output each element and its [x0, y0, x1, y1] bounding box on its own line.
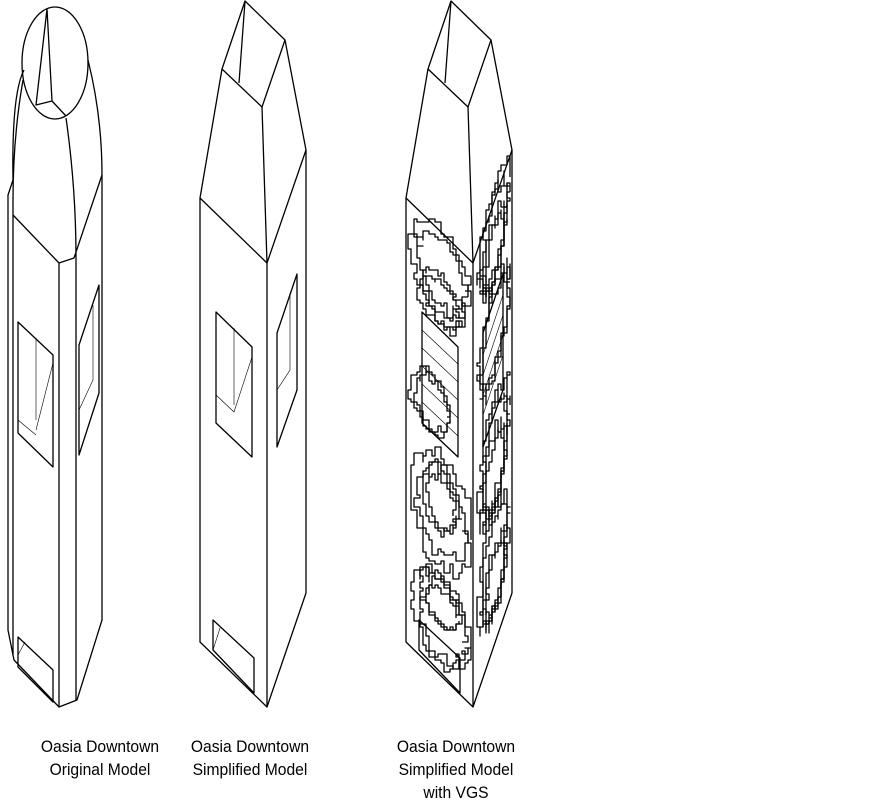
- vgs-outline: [425, 575, 460, 631]
- vgs-outline: [407, 365, 451, 439]
- roof-edges: [199, 39, 307, 264]
- roof-opening: [427, 0, 492, 108]
- vgs-outline: [479, 170, 511, 295]
- caption-line: Simplified Model: [192, 760, 308, 779]
- body-edges: [199, 150, 307, 708]
- caption-vgs: Oasia Downtown Simplified Model with VGS: [364, 735, 548, 804]
- door: [418, 619, 461, 694]
- window-left-detail: [17, 338, 54, 436]
- window-left: [421, 311, 459, 458]
- vgs-outline: [476, 257, 511, 406]
- window-right-detail: [276, 293, 291, 391]
- roof-edges: [405, 39, 513, 264]
- vgs-outline: [416, 266, 466, 337]
- door: [17, 636, 54, 703]
- window-right: [78, 284, 100, 456]
- caption-original: Oasia Downtown Original Model: [8, 735, 192, 781]
- vgs-model-drawing: [405, 0, 513, 708]
- vgs-outline: [422, 461, 462, 538]
- body-edges: [405, 150, 513, 708]
- caption-line: Oasia Downtown: [190, 737, 310, 756]
- door-detail: [212, 627, 221, 651]
- caption-line: Oasia Downtown: [40, 737, 160, 756]
- vgs-outline: [416, 230, 469, 319]
- simplified-model-drawing: [199, 0, 307, 708]
- vgs-outline: [413, 458, 469, 562]
- vgs-pattern-left-face: [407, 218, 472, 673]
- window-right: [276, 273, 298, 448]
- vgs-outline: [413, 371, 451, 433]
- caption-line: Oasia Downtown: [396, 737, 516, 756]
- window-right-hatch: [482, 294, 504, 416]
- window-left: [17, 321, 54, 468]
- vgs-outline: [422, 275, 463, 331]
- edges: [12, 79, 103, 707]
- window-left: [215, 311, 253, 458]
- door-detail: [17, 641, 26, 656]
- roof-opening: [221, 0, 286, 108]
- door: [212, 619, 255, 694]
- vgs-outline: [479, 266, 511, 394]
- vgs-outline: [419, 584, 469, 670]
- crown-ellipse: [21, 6, 89, 120]
- crown-facets: [35, 8, 67, 117]
- window-left-detail: [215, 328, 253, 413]
- caption-line: Simplified Model: [398, 760, 514, 779]
- vgs-outline: [410, 446, 472, 580]
- caption-simplified: Oasia Downtown Simplified Model: [158, 735, 342, 781]
- vgs-pattern-right-face: [476, 155, 511, 637]
- original-model-drawing: [7, 6, 103, 708]
- vgs-outline: [485, 539, 508, 631]
- vgs-outline: [425, 473, 457, 535]
- window-right-detail: [78, 305, 94, 411]
- vgs-outline: [482, 209, 508, 298]
- caption-line: Original Model: [49, 760, 151, 779]
- vgs-outline: [482, 422, 505, 526]
- outer-silhouette: [7, 59, 103, 708]
- caption-line: with VGS: [423, 783, 489, 802]
- window-left-hatch: [421, 329, 459, 437]
